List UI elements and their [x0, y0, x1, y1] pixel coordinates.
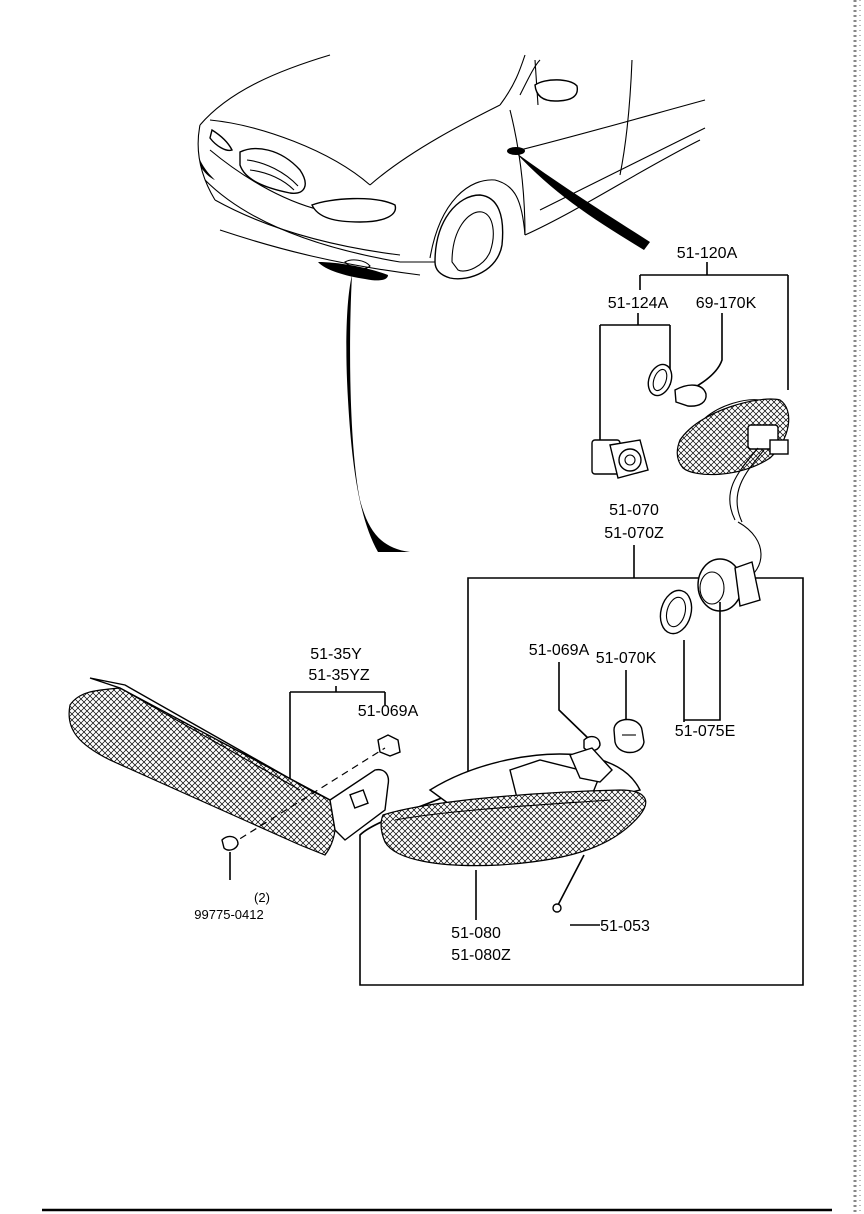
bolt-part: [557, 854, 585, 906]
label-lens-2: 51-080Z: [451, 947, 511, 964]
label-bolt: 51-053: [600, 918, 650, 935]
side-marker-lens: [676, 398, 790, 476]
label-side-bulb: 69-170K: [696, 295, 757, 312]
nut-left-part: [377, 734, 401, 757]
clearance-lamp-group: 51-35Y 51-35YZ 51-069A (2) 99775-0412: [68, 646, 419, 922]
clearance-lamp-lens: [68, 687, 337, 856]
side-marker-group: 51-120A 51-124A 69-170K: [591, 245, 790, 479]
label-lens-1: 51-080: [451, 925, 501, 942]
socket-part: [591, 439, 649, 479]
label-side-marker-assy: 51-120A: [677, 245, 738, 262]
socket-packing-part: [659, 589, 693, 635]
bulb-part: [613, 718, 645, 754]
scan-edge: [853, 0, 861, 1214]
label-clearance-1: 51-35Y: [310, 646, 362, 663]
combo-lens-part: [380, 789, 647, 867]
side-bulb-part: [674, 384, 707, 407]
label-screw: 99775-0412: [194, 907, 263, 922]
combo-socket-part: [697, 558, 761, 612]
label-nut-left: 51-069A: [358, 703, 419, 720]
label-bulb: 51-070K: [596, 650, 657, 667]
label-nut-right: 51-069A: [529, 642, 590, 659]
leader-arrows: [346, 152, 650, 552]
label-socket: 51-124A: [608, 295, 669, 312]
label-front-combo-2: 51-070Z: [604, 525, 664, 542]
label-front-combo-1: 51-070: [609, 502, 659, 519]
wiring-harness: [729, 424, 789, 581]
car-front-illustration: [197, 54, 706, 281]
front-combination-lamp-group: 51-070 51-070Z 51-075E 51-070K 51-: [359, 424, 804, 986]
label-screw-qty: (2): [254, 890, 270, 905]
label-clearance-2: 51-35YZ: [308, 667, 370, 684]
packing-ring: [647, 363, 673, 397]
screw-part: [221, 835, 239, 851]
label-socket-packing: 51-075E: [675, 723, 736, 740]
